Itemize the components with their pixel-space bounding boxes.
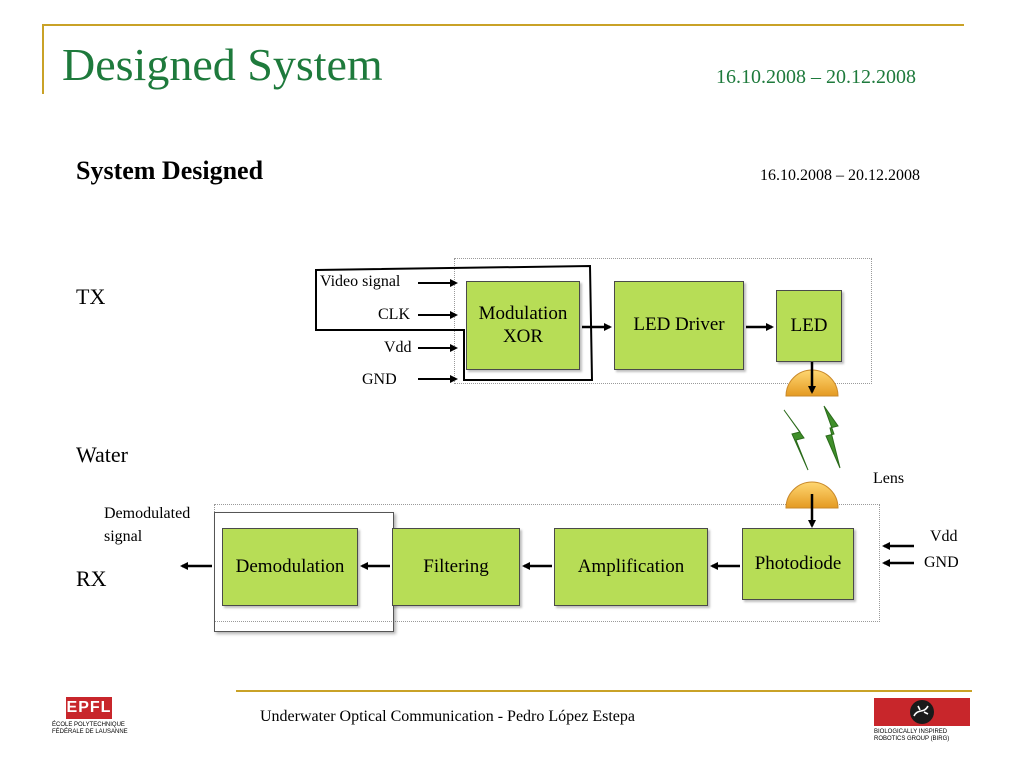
section-tx-label: TX: [76, 284, 106, 309]
footer-rule: [236, 690, 972, 692]
slide-date-range: 16.10.2008 – 20.12.2008: [716, 66, 916, 88]
birg-logo-banner: [874, 698, 970, 726]
gnd-tx-label: GND: [362, 371, 397, 388]
tx-input-outline: [315, 264, 594, 381]
xor-block-label: XOR: [502, 325, 544, 347]
epfl-logo-line1: ÉCOLE POLYTECHNIQUE: [52, 722, 125, 728]
epfl-logo-mark: EPFL: [66, 697, 112, 719]
demodulation-block: Demodulation: [222, 528, 358, 606]
amplification-block: Amplification: [554, 528, 708, 606]
tx-region: [454, 258, 872, 384]
signal-label: signal: [104, 528, 143, 545]
slide-title: Designed System: [62, 39, 383, 90]
epfl-logo-line2: FÉDÉRALE DE LAUSANNE: [52, 729, 128, 735]
content-date-range: 16.10.2008 – 20.12.2008: [760, 167, 920, 184]
header-side-rule: [42, 24, 44, 94]
lens-label: Lens: [873, 470, 905, 487]
demodulated-label: Demodulated: [104, 505, 191, 522]
filtering-block: Filtering: [392, 528, 520, 606]
vdd-rx-label: Vdd: [930, 528, 958, 545]
birg-logo-line1: BIOLOGICALLY INSPIRED: [874, 729, 948, 735]
section-water-label: Water: [76, 442, 128, 467]
birg-logo-line2: ROBOTICS GROUP (BIRG): [874, 736, 950, 742]
header-rule: [42, 24, 964, 26]
lightning-left-icon: [783, 409, 809, 471]
birg-salamander-icon: [910, 700, 934, 724]
gnd-rx-label: GND: [924, 554, 959, 571]
content-subtitle: System Designed: [76, 156, 264, 185]
clk-label: CLK: [378, 306, 410, 323]
vdd-tx-label: Vdd: [384, 339, 412, 356]
birg-logo: BIOLOGICALLY INSPIRED ROBOTICS GROUP (BI…: [874, 698, 970, 748]
lightning-right-icon: [823, 405, 841, 469]
photodiode-label: Photodiode: [754, 552, 842, 574]
led-driver-block: LED Driver: [614, 281, 744, 370]
photodiode-block: Photodiode: [742, 528, 854, 600]
section-rx-label: RX: [76, 566, 107, 591]
led-block: LED: [776, 290, 842, 362]
demodulation-label: Demodulation: [235, 555, 345, 577]
amplification-label: Amplification: [577, 555, 685, 577]
filtering-label: Filtering: [423, 555, 489, 577]
modulation-block-label: Modulation: [478, 302, 568, 324]
led-driver-label: LED Driver: [633, 314, 725, 336]
video-signal-label: Video signal: [320, 273, 401, 290]
modulation-xor-block: Modulation XOR: [466, 281, 580, 370]
footer-text: Underwater Optical Communication - Pedro…: [260, 708, 635, 725]
led-label: LED: [790, 314, 828, 336]
epfl-logo: EPFL ÉCOLE POLYTECHNIQUE FÉDÉRALE DE LAU…: [52, 697, 132, 739]
